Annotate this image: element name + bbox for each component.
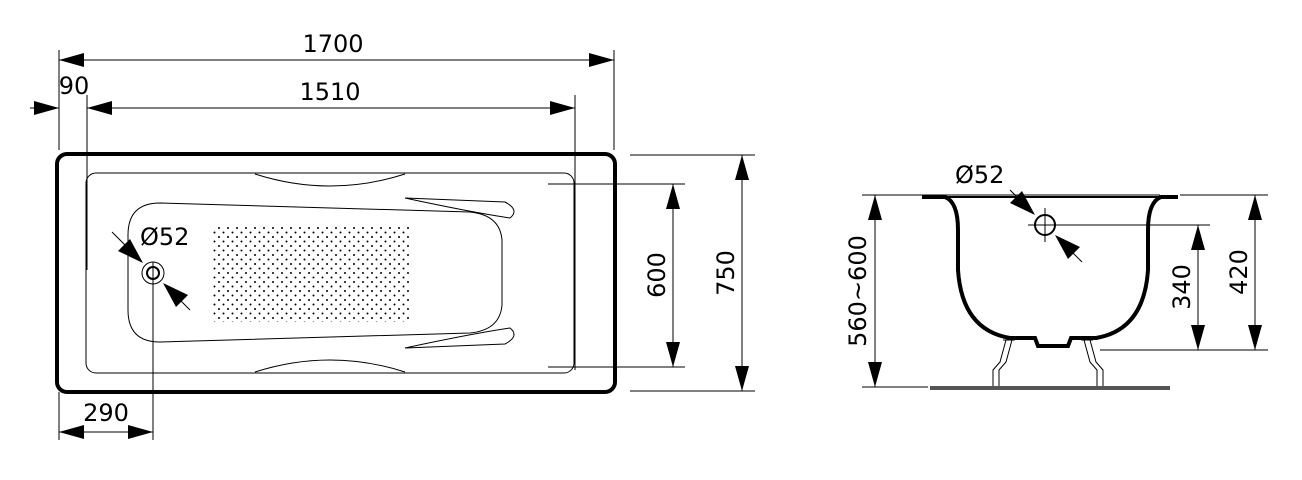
- dim-drain-offset: 290: [59, 399, 153, 439]
- top-armrest: [254, 173, 406, 187]
- tub-basin: [127, 202, 503, 343]
- dim-label-drain-top: Ø52: [140, 223, 189, 251]
- dim-label-600: 600: [643, 252, 671, 298]
- dim-tub-depth: 420: [1225, 195, 1262, 350]
- tub-outer-rim: [55, 152, 617, 394]
- tub-profile-outer: [922, 195, 1178, 348]
- dim-label-750: 750: [712, 250, 740, 296]
- dim-total-height: 560~600: [844, 195, 882, 387]
- dim-inner-length: 1510: [87, 78, 575, 115]
- dim-overall-length: 1700: [59, 30, 614, 67]
- floor-line: [930, 386, 1170, 390]
- dim-label-90: 90: [59, 72, 90, 100]
- dim-label-drain-side: Ø52: [955, 161, 1004, 189]
- dim-label-340: 340: [1168, 264, 1196, 310]
- dim-label-1700: 1700: [302, 30, 363, 58]
- anti-slip-pattern: [212, 226, 410, 322]
- dim-label-560-600: 560~600: [844, 235, 872, 347]
- dim-drain-diameter-side: Ø52: [955, 161, 1083, 263]
- handle-bottom: [404, 327, 515, 349]
- dim-overall-width: 750: [712, 155, 749, 391]
- leg-left: [992, 339, 1015, 386]
- leg-right: [1081, 339, 1104, 386]
- dim-drain-diameter-top: Ø52: [111, 223, 191, 311]
- tub-inner-rim: [85, 172, 575, 374]
- dim-inner-width: 600: [643, 184, 680, 367]
- dim-label-290: 290: [83, 399, 129, 427]
- dim-drain-height: 340: [1168, 225, 1205, 350]
- dim-rim-offset: 90: [30, 72, 89, 115]
- dim-label-420: 420: [1225, 249, 1253, 295]
- bottom-armrest: [254, 359, 406, 373]
- top-view: 1700 1510 90 290 Ø52: [30, 30, 755, 440]
- handle-top: [404, 197, 515, 219]
- dim-label-1510: 1510: [299, 78, 360, 106]
- side-view: 560~600 340 420 Ø52: [844, 161, 1268, 390]
